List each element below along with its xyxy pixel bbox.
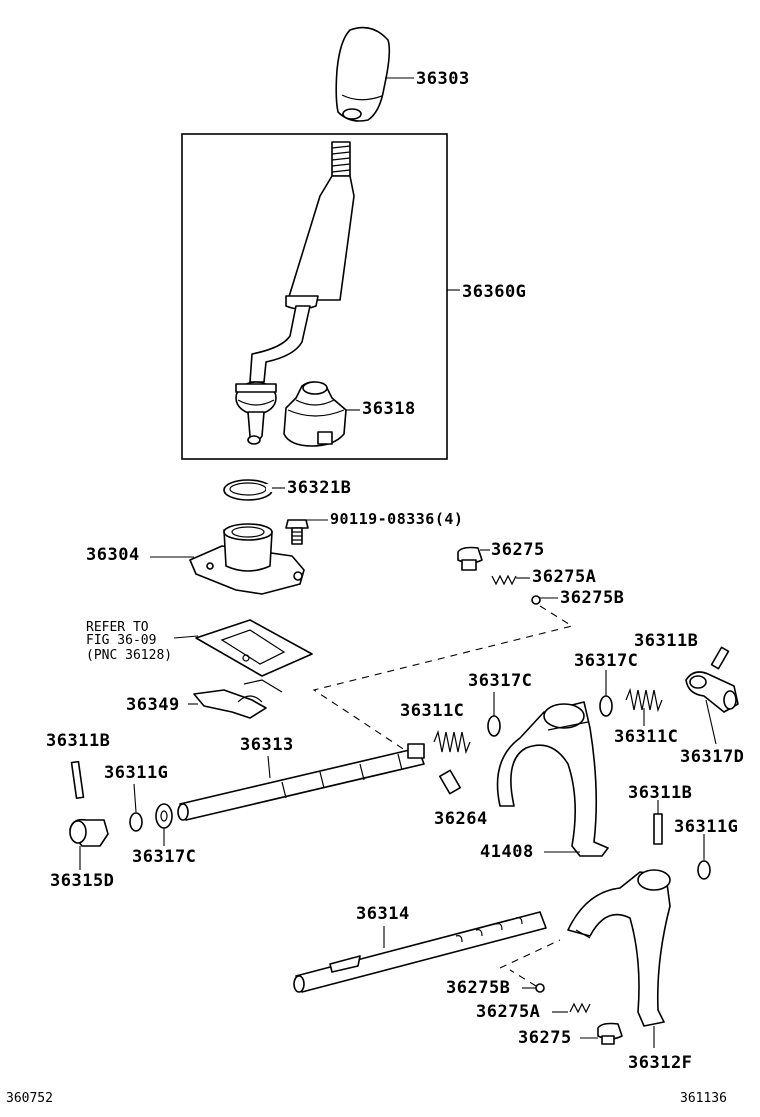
ball-bottom [535, 983, 545, 993]
label-pin-small: 36264 [434, 809, 488, 829]
lever-boot [283, 381, 347, 447]
shift-head [69, 818, 109, 847]
ring-left [129, 812, 143, 832]
label-spring-right: 36311C [614, 727, 678, 747]
label-boot: 36318 [362, 399, 416, 419]
label-spring-mid: 36311C [400, 701, 464, 721]
refer-note-line3: (PNC 36128) [86, 648, 172, 663]
spring-mid [433, 729, 471, 755]
plug-bottom [597, 1022, 623, 1045]
label-fork-lower: 36312F [628, 1053, 692, 1073]
label-shift-head: 36315D [50, 871, 114, 891]
refer-note-line1: REFER TO [86, 620, 149, 635]
label-fork-upper: 41408 [480, 842, 534, 862]
label-washer-mid: 36317C [468, 671, 532, 691]
shift-knob [335, 26, 391, 122]
plug-top [457, 546, 483, 571]
label-plate: 36349 [126, 695, 180, 715]
selector-plate [193, 679, 283, 719]
label-washer-right: 36317C [574, 651, 638, 671]
label-shaft-upper: 36313 [240, 735, 294, 755]
pin-right [710, 646, 730, 670]
shift-lever-right [685, 671, 739, 713]
ball-top [531, 595, 541, 605]
pin-small [439, 769, 461, 795]
footer-right-code: 361136 [680, 1091, 727, 1106]
washer-mid [487, 715, 501, 737]
lever-retainer [189, 523, 305, 595]
shift-lever [235, 141, 355, 445]
label-pin-right: 36311B [634, 631, 698, 651]
label-spring-bottom: 36275A [476, 1002, 540, 1022]
spring-right [625, 687, 663, 713]
label-lever-assembly: 36360G [462, 282, 526, 302]
label-plug-bottom: 36275 [518, 1028, 572, 1048]
label-pin-lower: 36311B [628, 783, 692, 803]
spring-top [491, 574, 517, 586]
label-spring-top: 36275A [532, 567, 596, 587]
label-pin-left: 36311B [46, 731, 110, 751]
washer-left [155, 803, 173, 829]
label-shaft-lower: 36314 [356, 904, 410, 924]
refer-note-line2: FIG 36-09 [86, 633, 156, 648]
label-plug-top: 36275 [491, 540, 545, 560]
shift-shaft-lower [293, 911, 547, 993]
label-ball-bottom: 36275B [446, 978, 510, 998]
label-washer-left: 36317C [132, 847, 196, 867]
pin-left [70, 760, 85, 800]
bolt [285, 519, 309, 545]
label-bolt: 90119-08336(4) [330, 510, 463, 528]
shift-fork-lower [567, 869, 671, 1027]
ring-right [697, 860, 711, 880]
pin-lower [653, 813, 663, 845]
spring-bottom [569, 1002, 591, 1014]
gasket [195, 619, 313, 677]
washer-right [599, 695, 613, 717]
label-retainer: 36304 [86, 545, 140, 565]
label-knob: 36303 [416, 69, 470, 89]
label-ring-right: 36311G [674, 817, 738, 837]
lever-assembly-box [181, 133, 448, 460]
label-ring-left: 36311G [104, 763, 168, 783]
label-lever-right: 36317D [680, 747, 744, 767]
shift-shaft-upper [177, 743, 425, 821]
shift-fork-upper [496, 701, 609, 857]
label-snap-ring: 36321B [287, 478, 351, 498]
snap-ring [223, 479, 276, 501]
footer-left-code: 360752 [6, 1091, 53, 1106]
label-ball-top: 36275B [560, 588, 624, 608]
